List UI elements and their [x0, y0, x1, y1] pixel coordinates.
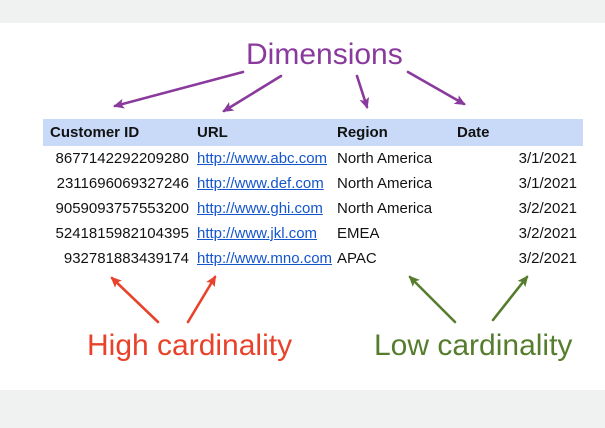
top-letterbox-bar [0, 0, 605, 23]
table-row: 8677142292209280 http://www.abc.com North … [43, 146, 583, 171]
column-header-date: Date [457, 119, 583, 146]
region-cell: North America [337, 200, 433, 217]
dimensions-arrow-url [222, 74, 283, 113]
dimensions-arrow-date [406, 70, 466, 106]
url-link[interactable]: http://www.abc.com [197, 150, 328, 167]
column-header-customer-id: Customer ID [43, 119, 197, 146]
table-row: 9059093757553200 http://www.ghi.com North … [43, 196, 583, 221]
url-link[interactable]: http://www.jkl.com [197, 225, 318, 242]
high-cardinality-arrow-url [186, 275, 217, 324]
url-link[interactable]: http://www.def.com [197, 175, 324, 192]
url-cell: http://www.ghi.com [197, 196, 337, 221]
customer-id-cell: 2311696069327246 [56, 175, 189, 192]
date-cell: 3/1/2021 [518, 175, 577, 192]
date-cell: 3/2/2021 [518, 250, 577, 267]
date-cell: 3/2/2021 [518, 200, 577, 217]
customer-id-cell: 9059093757553200 [55, 200, 189, 217]
date-cell: 3/2/2021 [518, 225, 577, 242]
bottom-letterbox-bar [0, 390, 605, 428]
url-link[interactable]: http://www.mno.com [197, 250, 333, 267]
column-header-url: URL [197, 119, 337, 146]
date-cell: 3/1/2021 [518, 150, 577, 167]
customer-id-cell: 5241815982104395 [55, 225, 189, 242]
url-cell: http://www.abc.com [197, 146, 337, 171]
region-cell: North America [337, 150, 433, 167]
customer-id-cell: 8677142292209280 [55, 150, 189, 167]
region-cell: EMEA [337, 225, 380, 242]
high-cardinality-arrow-customer-id [110, 276, 160, 324]
url-cell: http://www.jkl.com [197, 221, 337, 246]
low-cardinality-arrow-date [491, 275, 529, 322]
dimensions-arrow-region [355, 74, 369, 109]
region-cell: North America [337, 175, 433, 192]
table-row: 2311696069327246 http://www.def.com North … [43, 171, 583, 196]
region-cell: APAC [337, 250, 377, 267]
low-cardinality-arrow-region [408, 275, 457, 324]
column-header-region: Region [337, 119, 457, 146]
low-cardinality-label: Low cardinality [374, 329, 573, 362]
url-cell: http://www.def.com [197, 171, 337, 196]
dimensions-arrow-customer-id [113, 70, 245, 109]
dimensions-title: Dimensions [246, 38, 403, 71]
url-link[interactable]: http://www.ghi.com [197, 200, 323, 217]
table-row: 5241815982104395 http://www.jkl.com EMEA 3/… [43, 221, 583, 246]
url-cell: http://www.mno.com [197, 246, 337, 271]
customer-id-cell: 932781883439174 [63, 250, 189, 267]
high-cardinality-label: High cardinality [87, 329, 293, 362]
